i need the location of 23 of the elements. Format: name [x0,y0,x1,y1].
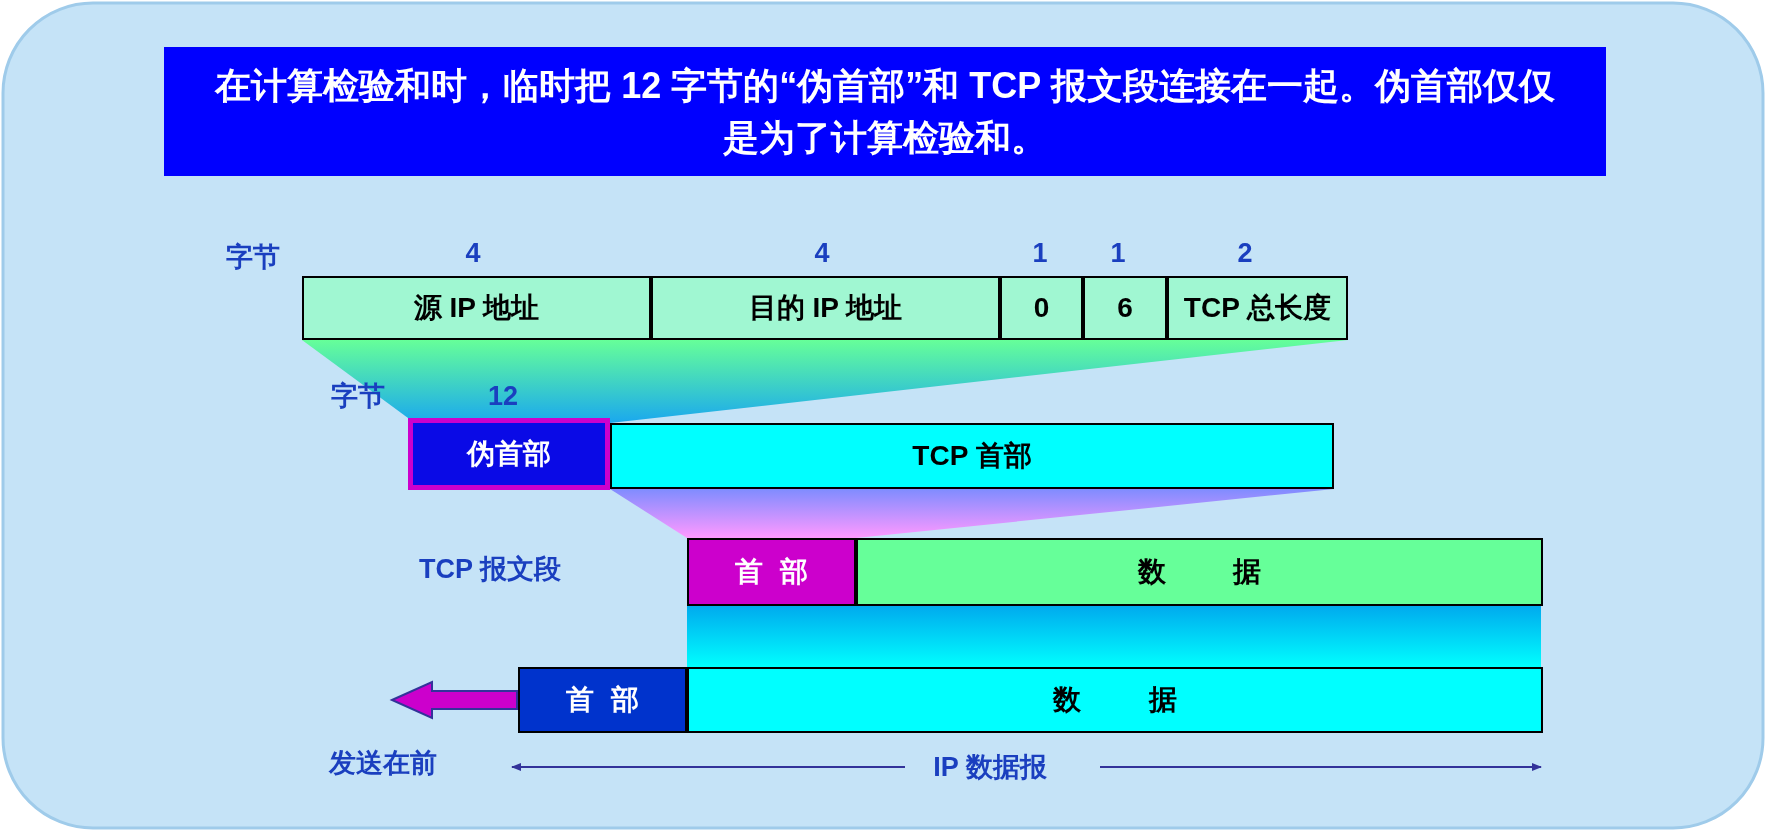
field-cell: TCP 总长度 [1167,276,1348,340]
byte-count: 2 [1237,237,1253,269]
pseudo-header-box: 伪首部 [408,418,610,490]
field-cell: 目的 IP 地址 [651,276,1000,340]
direction-label: 发送在前 [329,747,437,780]
axis-label: 字节 [226,241,280,274]
segment-label: TCP 报文段 [419,553,561,586]
byte-count: 4 [814,237,830,269]
title-box: 在计算检验和时，临时把 12 字节的“伪首部”和 TCP 报文段连接在一起。伪首部仅仅是为了计算检验和。 [164,47,1606,176]
header-box: TCP 首部 [610,423,1334,489]
byte-count: 12 [488,380,518,412]
byte-count: 1 [1032,237,1048,269]
data-box: 数 据 [856,538,1543,606]
field-cell: 6 [1083,276,1167,340]
axis-label: 字节 [331,380,385,413]
datagram-label: IP 数据报 [933,751,1047,784]
header-box: 首 部 [518,667,687,733]
field-cell: 0 [1000,276,1083,340]
byte-count: 4 [465,237,481,269]
field-cell: 源 IP 地址 [302,276,651,340]
header-box: 首 部 [687,538,856,606]
byte-count: 1 [1110,237,1126,269]
data-box: 数 据 [687,667,1543,733]
